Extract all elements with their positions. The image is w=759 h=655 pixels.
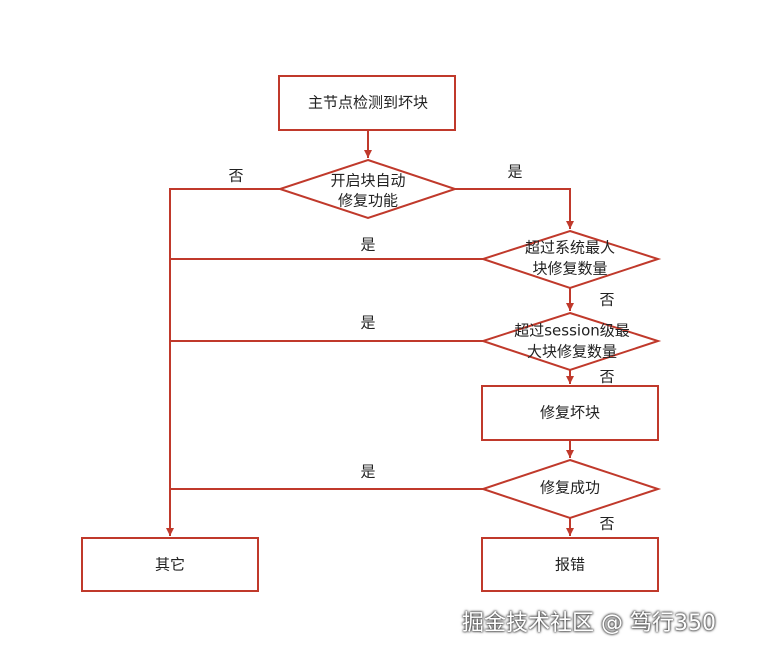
node-auto-repair-label-2: 修复功能 [338,192,398,210]
node-success-label: 修复成功 [540,479,600,497]
edge-label-yes-auto-repair: 是 [507,163,522,181]
edge-label-yes-success: 是 [360,463,375,481]
node-decision-auto-repair [276,158,459,220]
node-repair [481,385,659,441]
edge-label-yes-sys-max: 是 [360,236,375,254]
node-decision-session-max [479,311,662,372]
node-other-label: 其它 [155,556,185,574]
node-start-label: 主节点检测到坏块 [308,94,428,112]
node-session-max-label-2: 大块修复数量 [527,343,617,361]
node-start [278,75,456,131]
node-error-label: 报错 [555,556,585,574]
node-session-max-label-1: 超过session级最 [514,322,630,340]
edge-label-no-sys-max: 否 [599,291,614,309]
node-other [81,537,259,592]
edge-label-no-auto-repair: 否 [228,167,243,185]
edge-label-no-success: 否 [599,515,614,533]
node-auto-repair-label-1: 开启块自动 [330,172,405,190]
edge-decision-no [166,188,280,536]
node-decision-success [479,458,662,520]
node-error [481,537,659,592]
node-sys-max-label-1: 超过系统最人 [525,239,615,257]
edge-label-yes-session-max: 是 [360,314,375,332]
node-sys-max-label-2: 块修复数量 [532,260,607,278]
edge-label-no-session-max: 否 [599,368,614,386]
watermark: 掘金技术社区 @ 笃行350 [462,611,716,636]
node-repair-label: 修复坏块 [540,404,600,422]
node-decision-sys-max [479,229,662,290]
edge-decision-yes [455,188,574,229]
